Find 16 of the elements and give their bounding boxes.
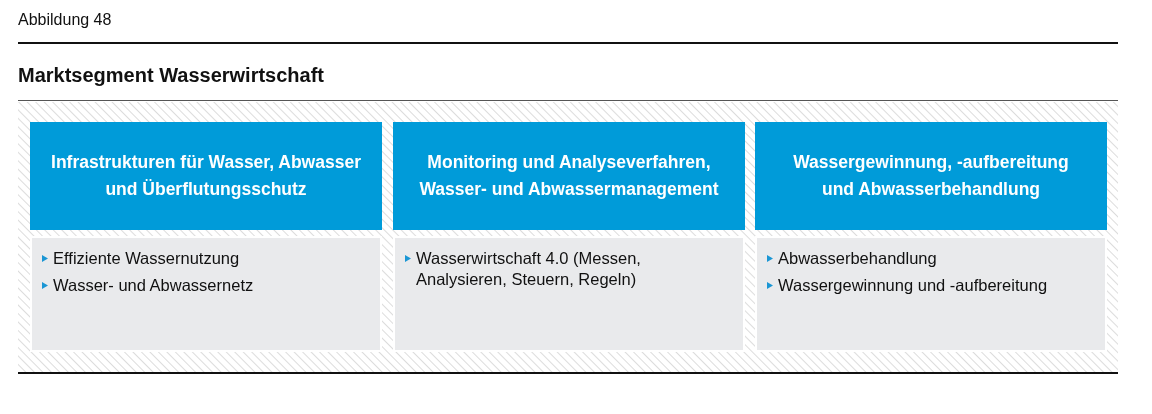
category-header xyxy=(393,122,745,230)
bullet-text: Effiziente Wassernutzung xyxy=(53,248,240,269)
content-panel xyxy=(755,236,1107,352)
header-title: Wassergewinnung, -aufbereitung und Abwasserbehandlung xyxy=(792,151,1070,201)
header-title: Monitoring und Analyseverfahren, Wasser- und Abwassermanagement xyxy=(418,151,720,201)
figure-number: Abbildung 48 xyxy=(18,10,112,30)
bullet-text: Abwasserbehandlung xyxy=(778,248,937,269)
category-header xyxy=(755,122,1107,230)
content-panel xyxy=(393,236,745,352)
bullet-text: Wasserwirtschaft 4.0 (Messen, Analysieren, Steuern, Regeln) xyxy=(416,248,642,290)
bullet-text: Wassergewinnung und -aufbereitung xyxy=(778,275,1048,296)
figure-title: Marktsegment Wasserwirtschaft xyxy=(18,63,325,88)
header-title: Infrastrukturen für Wasser, Abwasser und Überflutungsschutz xyxy=(50,151,362,201)
content-panel xyxy=(30,236,382,352)
category-header xyxy=(30,122,382,230)
bullet-text: Wasser- und Abwassernetz xyxy=(53,275,254,296)
